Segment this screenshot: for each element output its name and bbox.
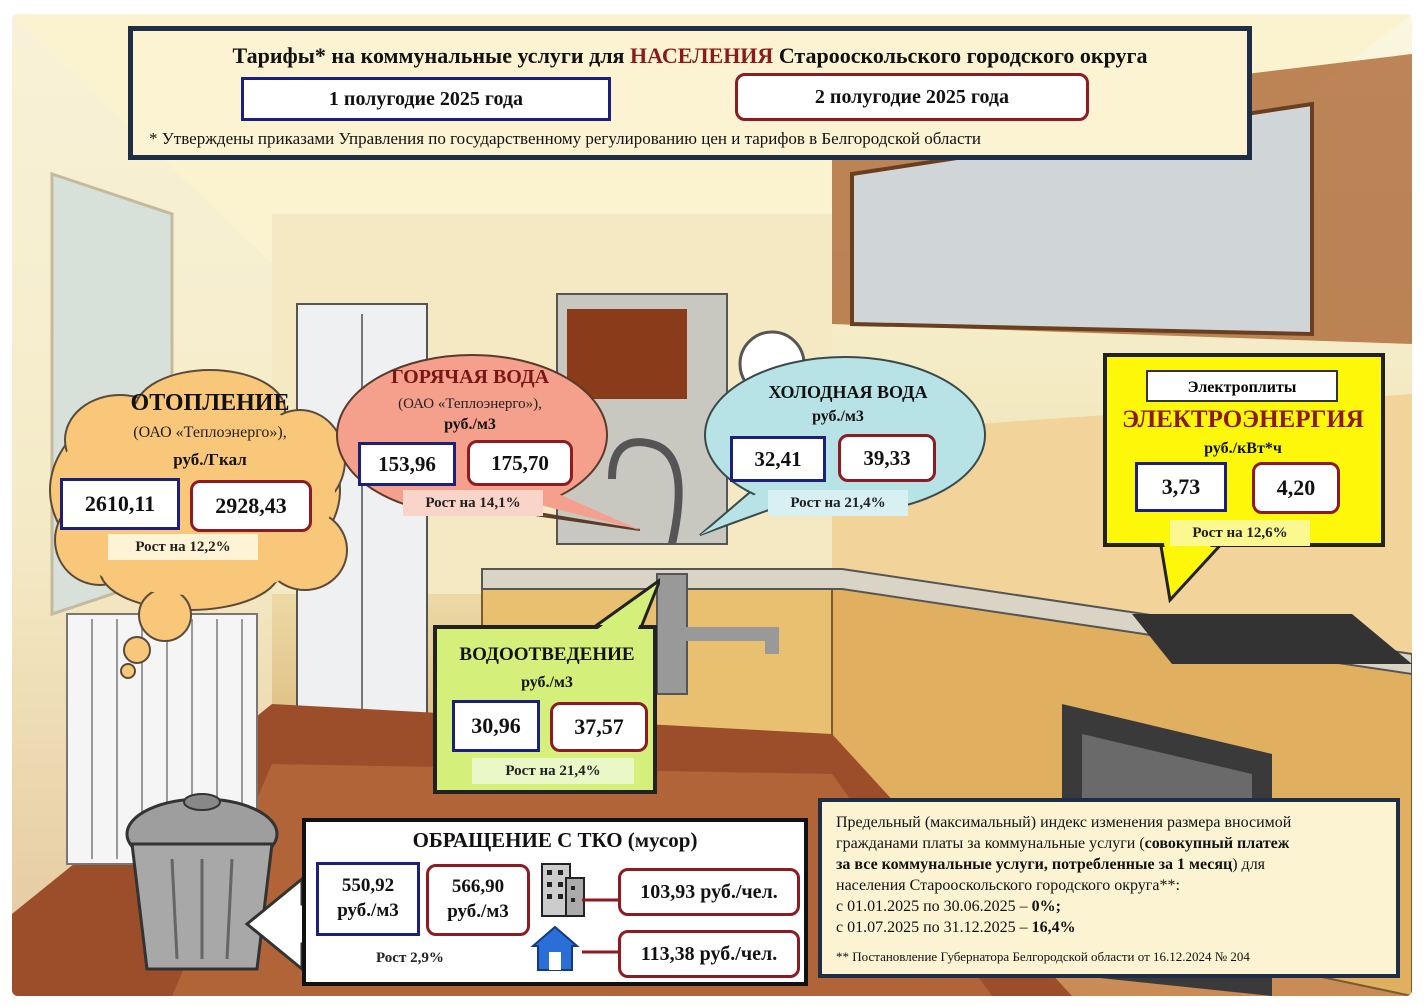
- heating-provider: (ОАО «Теплоэнерго»),: [133, 424, 287, 441]
- cold-water-value-period2: 39,33: [838, 434, 936, 482]
- index-line1: Предельный (максимальный) индекс изменен…: [836, 814, 1292, 831]
- period-1-legend: 1 полугодие 2025 года: [241, 77, 611, 121]
- index-period1-text: с 01.01.2025 по 30.06.2025 –: [836, 898, 1032, 915]
- waste-value2-unit: руб./м3: [447, 901, 509, 922]
- index-line3-text: ) для: [1232, 856, 1266, 873]
- cold-water-growth: Рост на 21,4%: [768, 490, 908, 516]
- drainage-value-period1: 30,96: [452, 700, 540, 752]
- heating-value-period1: 2610,11: [60, 478, 180, 530]
- index-line4: населения Старооскольского городского ок…: [836, 877, 1180, 894]
- heating-title: ОТОПЛЕНИЕ: [130, 390, 290, 416]
- waste-value2-number: 566,90: [451, 876, 505, 898]
- apartment-building-icon: [541, 863, 585, 917]
- electricity-growth: Рост на 12,6%: [1170, 520, 1310, 546]
- waste-connector-lines: [582, 898, 618, 954]
- waste-value1-number: 550,92: [341, 875, 395, 897]
- index-line3-bold: за все коммунальные услуги, потребленные…: [836, 856, 1233, 873]
- electricity-unit: руб./кВт*ч: [1204, 440, 1282, 457]
- index-panel: Предельный (максимальный) индекс изменен…: [818, 798, 1400, 978]
- electricity-value-period2: 4,20: [1252, 462, 1340, 514]
- hot-water-value-period1: 153,96: [358, 442, 456, 486]
- drainage-title: ВОДООТВЕДЕНИЕ: [459, 644, 635, 665]
- cold-water-title: ХОЛОДНАЯ ВОДА: [768, 382, 928, 402]
- index-period1-value: 0%;: [1031, 898, 1061, 915]
- waste-value-period1: 550,92 руб./м3: [316, 862, 420, 936]
- electricity-label: Электроплиты: [1146, 370, 1338, 402]
- index-period2-text: с 01.07.2025 по 31.12.2025 –: [836, 919, 1032, 936]
- index-line2-bold: совокупный платеж: [1144, 835, 1290, 852]
- electricity-value-period1: 3,73: [1135, 462, 1227, 512]
- cold-water-value-period1: 32,41: [730, 436, 826, 482]
- electricity-title: ЭЛЕКТРОЭНЕРГИЯ: [1122, 406, 1364, 433]
- hot-water-unit: руб./м3: [444, 416, 496, 433]
- waste-apartment-rate: 103,93 руб./чел.: [618, 868, 800, 916]
- period-2-legend: 2 полугодие 2025 года: [735, 73, 1089, 121]
- hot-water-value-period2: 175,70: [467, 440, 573, 486]
- waste-title: ОБРАЩЕНИЕ С ТКО (мусор): [412, 828, 698, 852]
- hot-water-title: ГОРЯЧАЯ ВОДА: [390, 366, 550, 388]
- heating-growth: Рост на 12,2%: [108, 534, 258, 560]
- index-period2: с 01.07.2025 по 31.12.2025 – 16,4%: [836, 917, 1382, 938]
- hot-water-growth: Рост на 14,1%: [403, 490, 543, 516]
- cold-water-unit: руб./м3: [812, 408, 864, 425]
- waste-value1-unit: руб./м3: [337, 900, 399, 921]
- header-footnote: * Утверждены приказами Управления по гос…: [149, 129, 982, 148]
- header-panel: Тарифы* на коммунальные услуги для НАСЕЛ…: [128, 26, 1252, 160]
- index-line2: гражданами платы за коммунальные услуги …: [836, 833, 1382, 854]
- page-title: Тарифы* на коммунальные услуги для НАСЕЛ…: [232, 43, 1148, 68]
- index-footnote: ** Постановление Губернатора Белгородско…: [836, 949, 1250, 964]
- waste-house-rate: 113,38 руб./чел.: [618, 930, 800, 978]
- index-period1: с 01.01.2025 по 30.06.2025 – 0%;: [836, 896, 1382, 917]
- house-icon: [530, 925, 580, 971]
- hot-water-provider: (ОАО «Теплоэнерго»),: [398, 396, 542, 412]
- heating-unit: руб./Гкал: [173, 450, 247, 469]
- index-line3: за все коммунальные услуги, потребленные…: [836, 854, 1382, 875]
- waste-growth: Рост 2,9%: [376, 950, 444, 966]
- waste-panel: ОБРАЩЕНИЕ С ТКО (мусор) 550,92 руб./м3 5…: [302, 818, 808, 986]
- drainage-growth: Рост на 21,4%: [472, 758, 634, 784]
- index-line2-text: гражданами платы за коммунальные услуги …: [836, 835, 1145, 852]
- heating-value-period2: 2928,43: [190, 480, 312, 532]
- waste-value-period2: 566,90 руб./м3: [426, 864, 530, 936]
- drainage-value-period2: 37,57: [550, 702, 648, 752]
- drainage-unit: руб./м3: [521, 674, 573, 691]
- index-period2-value: 16,4%: [1031, 919, 1076, 936]
